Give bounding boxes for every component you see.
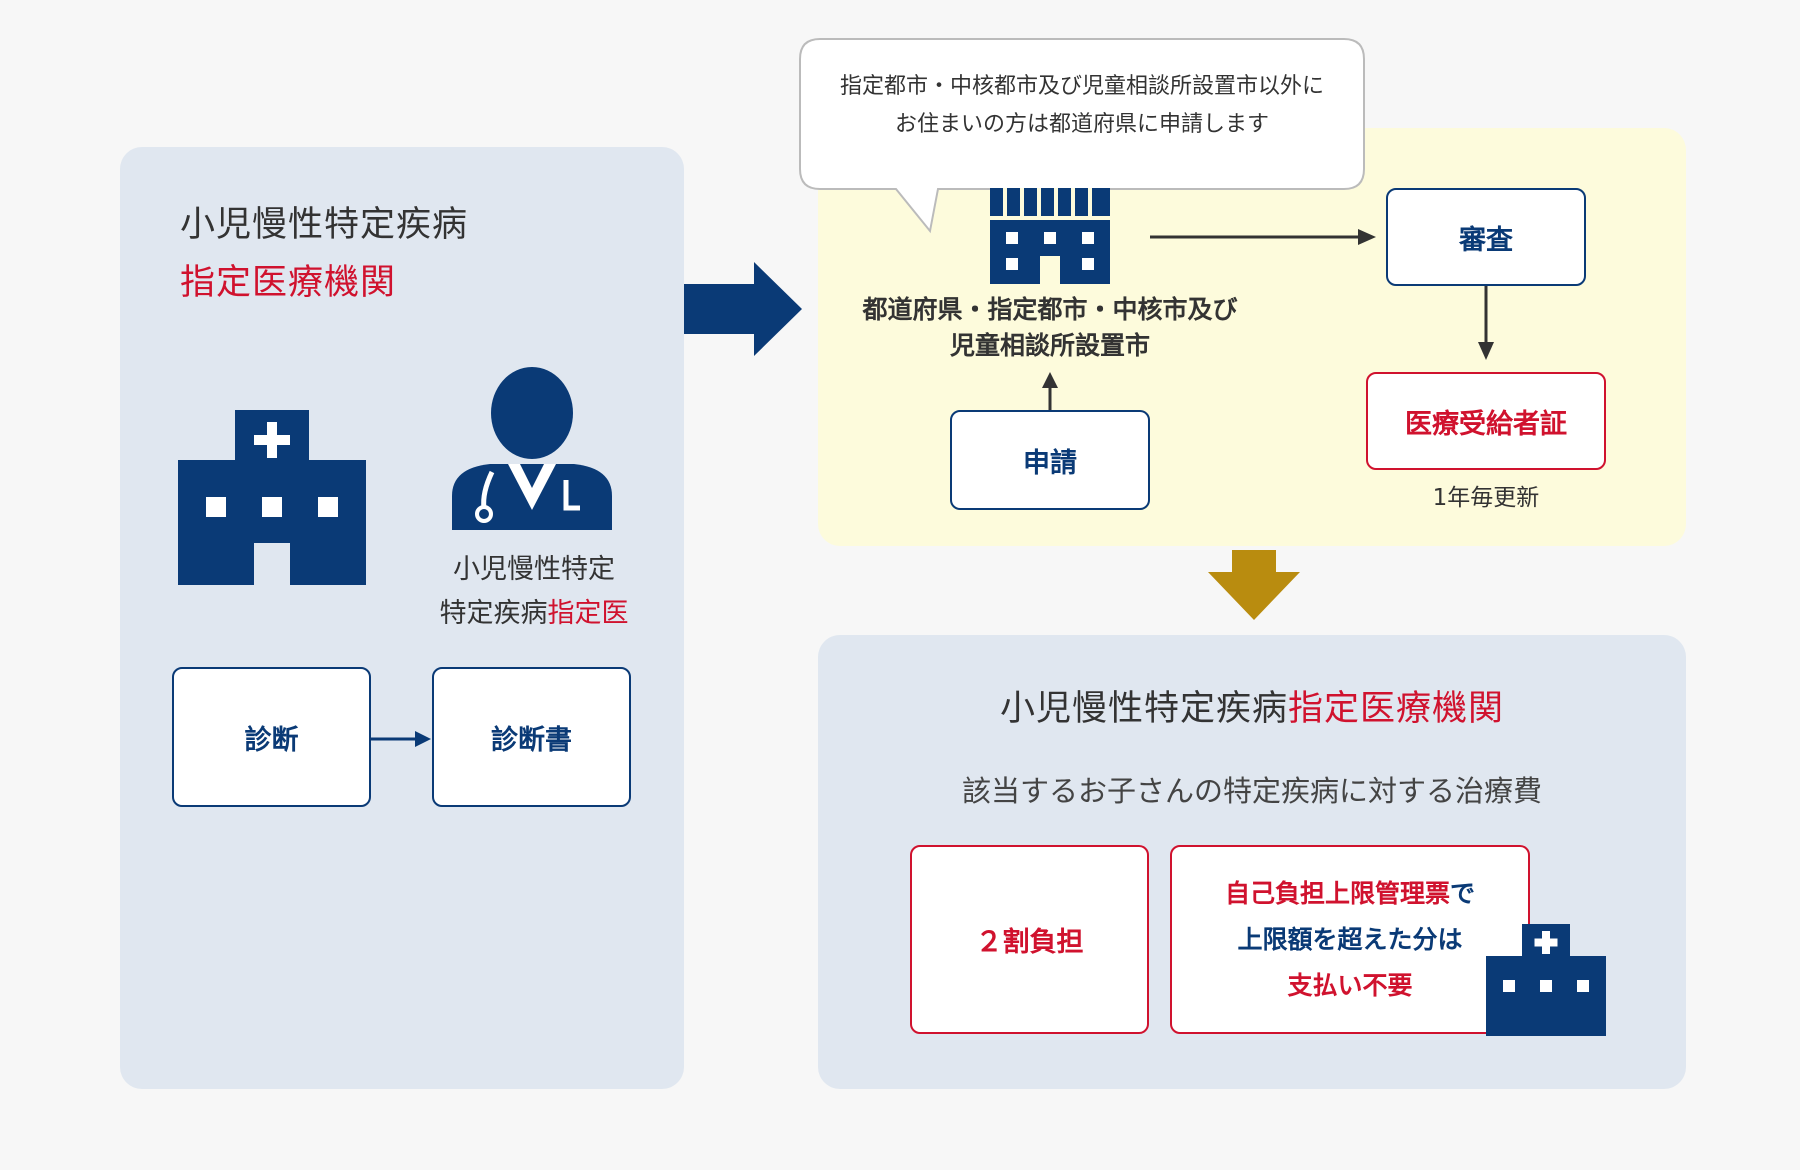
left-panel-title: 小児慢性特定疾病 指定医療機関	[180, 196, 468, 312]
doctor-label-line2: 特定疾病指定医	[420, 592, 648, 636]
office-label: 都道府県・指定都市・中核市及び 児童相談所設置市	[840, 292, 1260, 364]
treatment-title-b: 指定医療機関	[1288, 689, 1505, 729]
designated-institution-panel	[120, 147, 684, 1089]
limit-line1-b: で	[1450, 878, 1476, 908]
office-building-icon	[990, 188, 1110, 284]
medical-certificate-box: 医療受給者証	[1366, 372, 1606, 470]
certificate-arrow	[1478, 286, 1494, 360]
doctor-icon	[452, 367, 612, 530]
limit-line3: 支払い不要	[1287, 970, 1413, 1000]
review-box: 審査	[1386, 188, 1586, 286]
limit-line1: 自己負担上限管理票で	[1225, 871, 1475, 917]
review-arrow	[1150, 229, 1376, 245]
flow-arrow-right	[684, 262, 802, 356]
left-title-line1: 小児慢性特定疾病	[180, 205, 469, 245]
doctor-label-line2-b: 指定医	[547, 598, 629, 629]
doctor-label-line2-a: 特定疾病	[439, 598, 548, 629]
treatment-subtitle: 該当するお子さんの特定疾病に対する治療費	[961, 774, 1542, 808]
application-arrow	[1042, 372, 1058, 414]
office-label-line2: 児童相談所設置市	[949, 331, 1150, 360]
treatment-title: 小児慢性特定疾病指定医療機関	[818, 680, 1686, 731]
speech-bubble-shape	[799, 38, 1365, 234]
speech-bubble-line1: 指定都市・中核都市及び児童相談所設置市以外に	[839, 74, 1324, 99]
burden-box: ２割負担	[910, 845, 1149, 1034]
speech-bubble-text: 指定都市・中核都市及び児童相談所設置市以外に お住まいの方は都道府県に申請します	[800, 68, 1364, 144]
left-title-line2: 指定医療機関	[180, 263, 397, 303]
speech-bubble-line2: お住まいの方は都道府県に申請します	[894, 112, 1269, 137]
doctor-label-line1: 小児慢性特定	[453, 554, 615, 585]
diagnosis-arrow	[371, 731, 431, 747]
limit-line2: 上限額を超えた分は	[1237, 924, 1463, 954]
limit-box: 自己負担上限管理票で 上限額を超えた分は 支払い不要	[1170, 845, 1530, 1034]
diagnosis-box: 診断	[172, 667, 371, 807]
hospital-small-icon	[1486, 924, 1606, 1036]
application-box: 申請	[950, 410, 1150, 510]
limit-line1-a: 自己負担上限管理票	[1224, 878, 1450, 908]
hospital-icon	[178, 410, 366, 585]
doctor-label: 小児慢性特定 特定疾病指定医	[420, 548, 648, 636]
certificate-box: 診断書	[432, 667, 631, 807]
renewal-note: 1年毎更新	[1432, 485, 1540, 511]
treatment-title-a: 小児慢性特定疾病	[999, 689, 1288, 729]
flow-arrow-down	[1208, 550, 1300, 620]
office-label-line1: 都道府県・指定都市・中核市及び	[862, 295, 1238, 324]
